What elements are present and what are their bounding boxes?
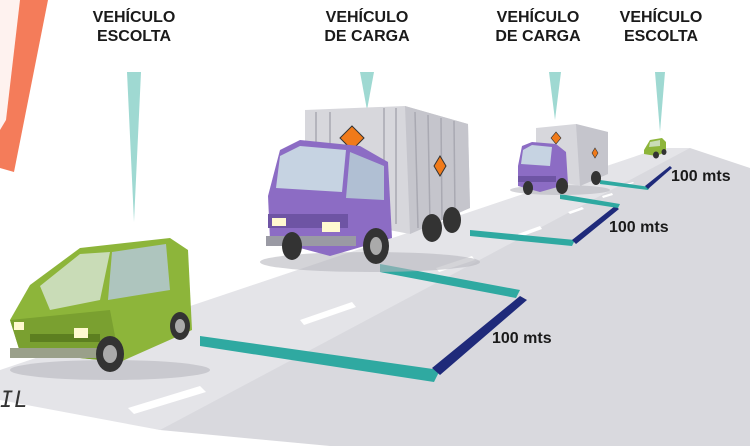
cargo-truck-far (510, 124, 610, 195)
vehicle-label-escort-rear: VEHÍCULO ESCOLTA (619, 9, 703, 45)
cargo-truck-near (260, 106, 480, 272)
distance-label-2: 100 mts (609, 219, 669, 236)
partial-sign-text: IL (0, 388, 29, 413)
escort-van-rear (644, 138, 667, 159)
vehicle-label-escort-front: VEHÍCULO ESCOLTA (92, 9, 176, 45)
distance-label-3: 100 mts (671, 168, 731, 185)
distance-marker-1 (200, 296, 527, 382)
vehicle-label-cargo-near: VEHÍCULO DE CARGA (324, 9, 410, 45)
label-pointers (127, 72, 665, 222)
road-sign (0, 0, 48, 172)
lane-markings (128, 182, 634, 414)
escort-van-front (10, 238, 210, 380)
distance-marker-2 (380, 206, 619, 298)
vehicle-label-cargo-far: VEHÍCULO DE CARGA (495, 9, 581, 45)
distance-label-1: 100 mts (492, 330, 552, 347)
distance-marker-3 (560, 166, 672, 208)
